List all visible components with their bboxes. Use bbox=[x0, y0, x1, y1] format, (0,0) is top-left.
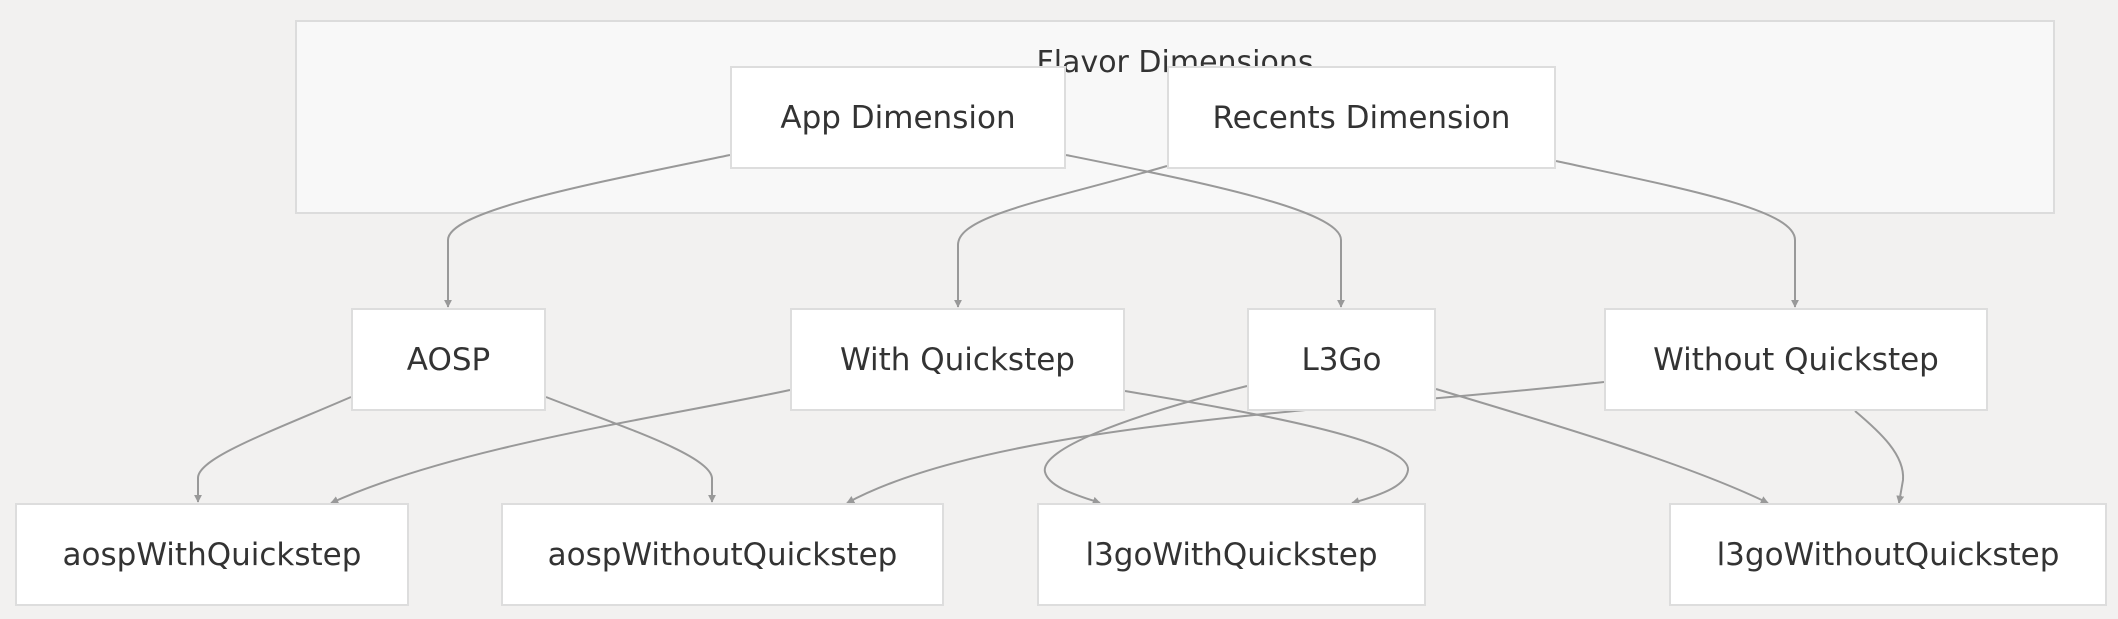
edge-app-dimension-to-l3go bbox=[1065, 154, 1345, 308]
edge-aosp-to-aosp-without-quickstep bbox=[545, 396, 716, 503]
node-l3go: L3Go bbox=[1247, 308, 1436, 411]
edge-with-quickstep-to-aosp-with-quickstep bbox=[330, 389, 791, 504]
node-recents-dimension: Recents Dimension bbox=[1167, 66, 1556, 169]
node-l3go-without-quickstep: l3goWithoutQuickstep bbox=[1669, 503, 2107, 606]
edge-app-dimension-to-aosp bbox=[444, 154, 731, 308]
node-aosp-with-quickstep: aospWithQuickstep bbox=[15, 503, 409, 606]
edge-l3go-to-l3go-with-quickstep bbox=[1043, 385, 1248, 505]
edge-recents-dimension-to-with-quickstep bbox=[954, 165, 1168, 308]
edge-without-quickstep-to-aosp-without-quickstep bbox=[846, 381, 1605, 504]
edge-l3go-to-l3go-without-quickstep bbox=[1435, 388, 1769, 504]
edge-without-quickstep-to-l3go-without-quickstep bbox=[1854, 410, 1905, 504]
edge-recents-dimension-to-without-quickstep bbox=[1555, 160, 1799, 308]
node-with-quickstep: With Quickstep bbox=[790, 308, 1125, 411]
edge-with-quickstep-to-l3go-with-quickstep bbox=[1124, 390, 1410, 505]
node-aosp-without-quickstep: aospWithoutQuickstep bbox=[501, 503, 944, 606]
node-l3go-with-quickstep: l3goWithQuickstep bbox=[1037, 503, 1426, 606]
edge-aosp-to-aosp-with-quickstep bbox=[194, 396, 352, 503]
node-without-quickstep: Without Quickstep bbox=[1604, 308, 1988, 411]
node-app-dimension: App Dimension bbox=[730, 66, 1066, 169]
node-aosp: AOSP bbox=[351, 308, 546, 411]
